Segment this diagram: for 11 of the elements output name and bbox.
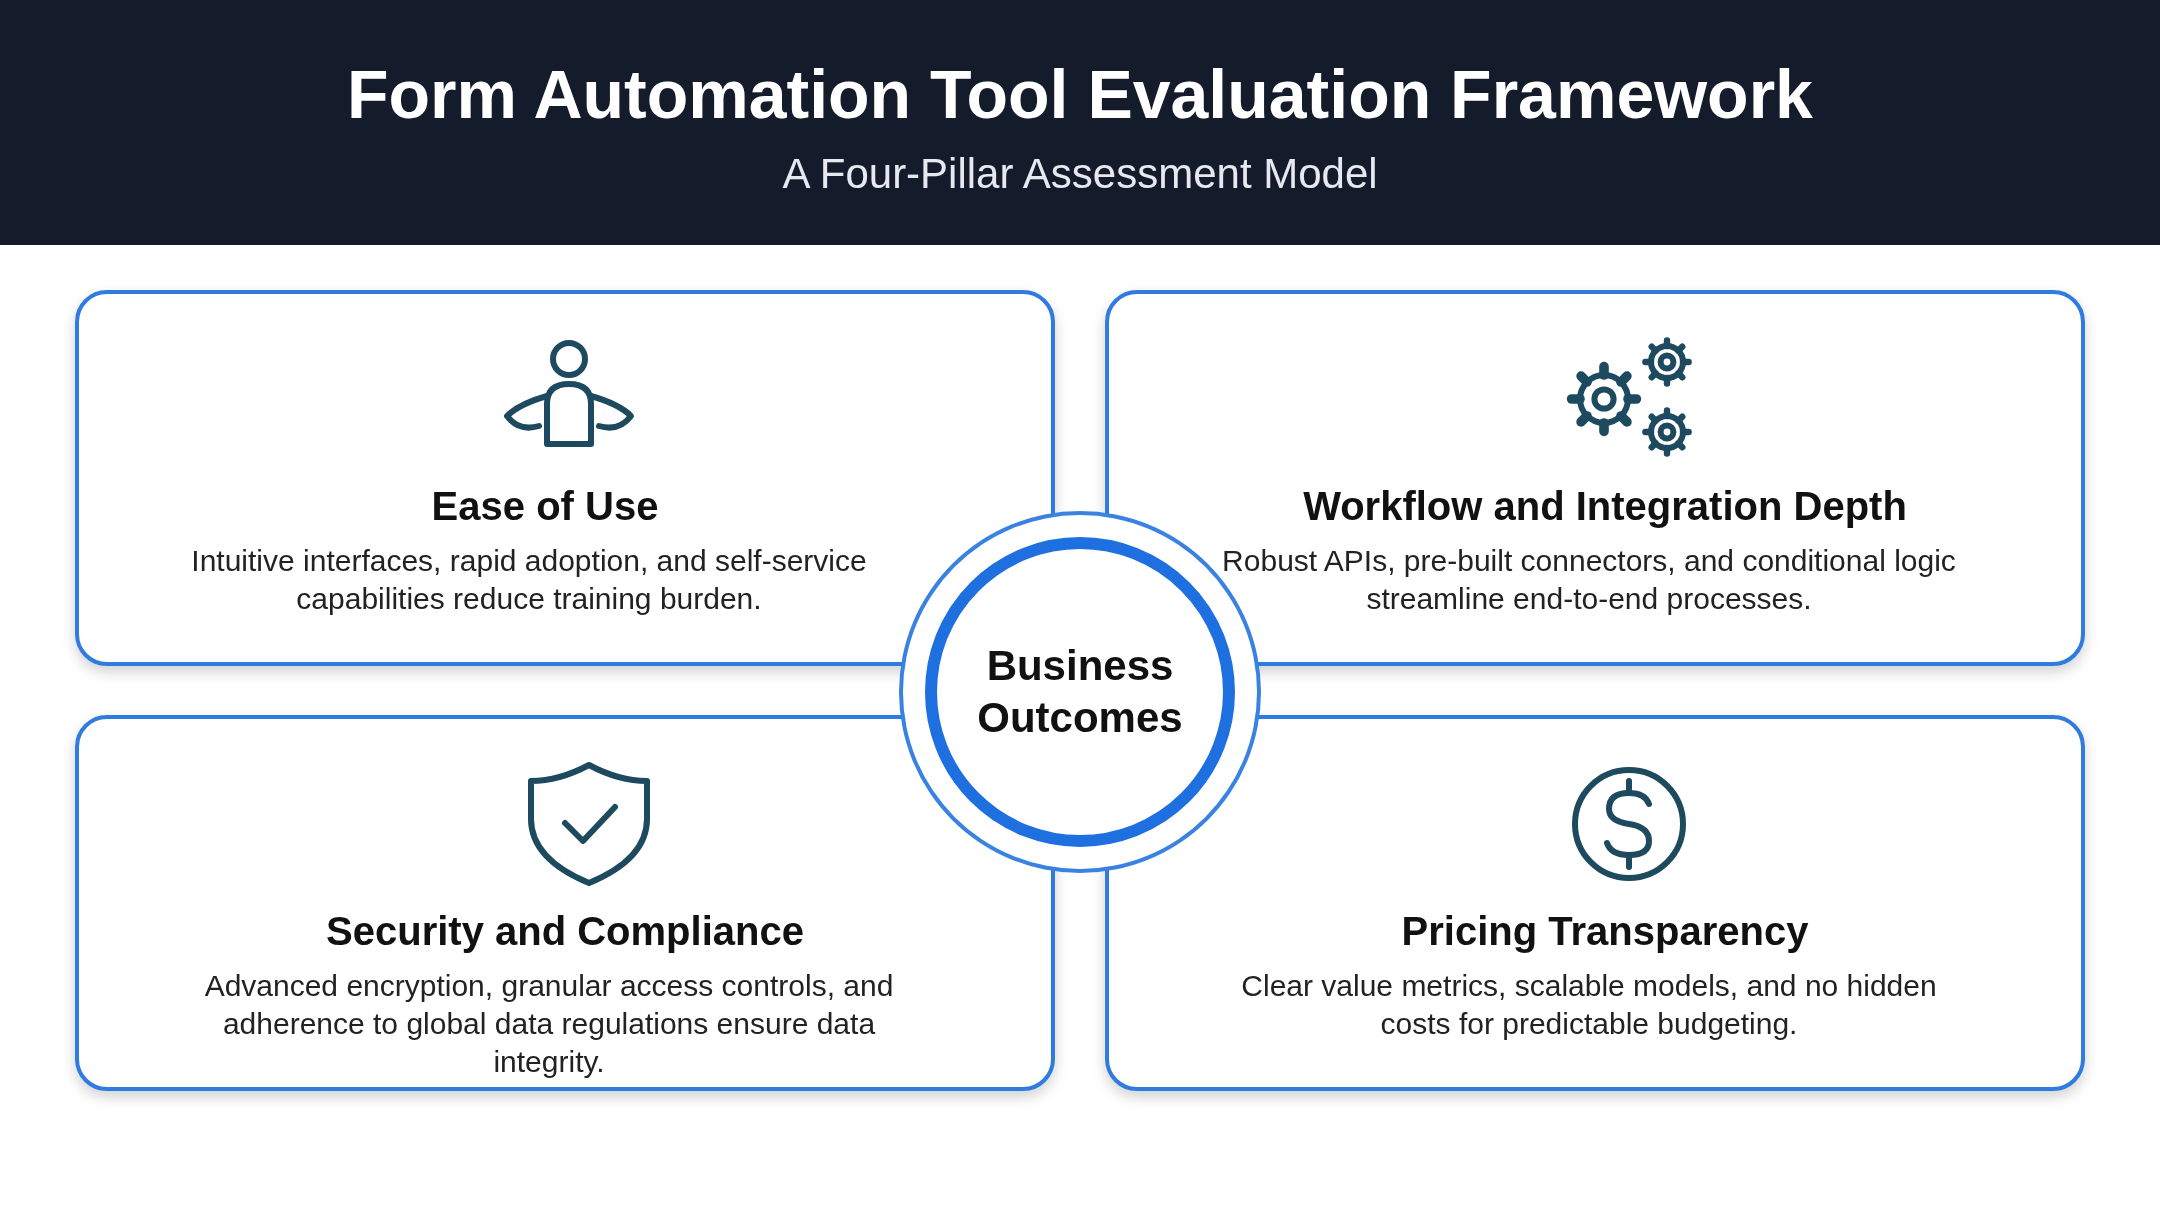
- card-description: Clear value metrics, scalable models, and no hidden costs for predictable budgeting.: [1240, 968, 1938, 1042]
- title: Form Automation Tool Evaluation Framework: [346, 55, 1814, 133]
- card-heading: Workflow and Integration Depth: [1302, 484, 1908, 529]
- card-heading: Ease of Use: [430, 484, 660, 529]
- center-label: Business Outcomes: [976, 641, 1184, 743]
- card-description: Robust APIs, pre-built connectors, and conditional logic streamline end-to-end processes.: [1221, 543, 1957, 617]
- subtitle: A Four-Pillar Assessment Model: [781, 150, 1379, 198]
- card-heading: Security and Compliance: [325, 909, 805, 954]
- card-description: Intuitive interfaces, rapid adoption, and self-service capabilities reduce training burden.: [190, 543, 868, 617]
- card-description: Advanced encryption, granular access controls, and adherence to global data regulations ensure data integrity.: [203, 968, 895, 1080]
- card-heading: Pricing Transparency: [1400, 909, 1810, 954]
